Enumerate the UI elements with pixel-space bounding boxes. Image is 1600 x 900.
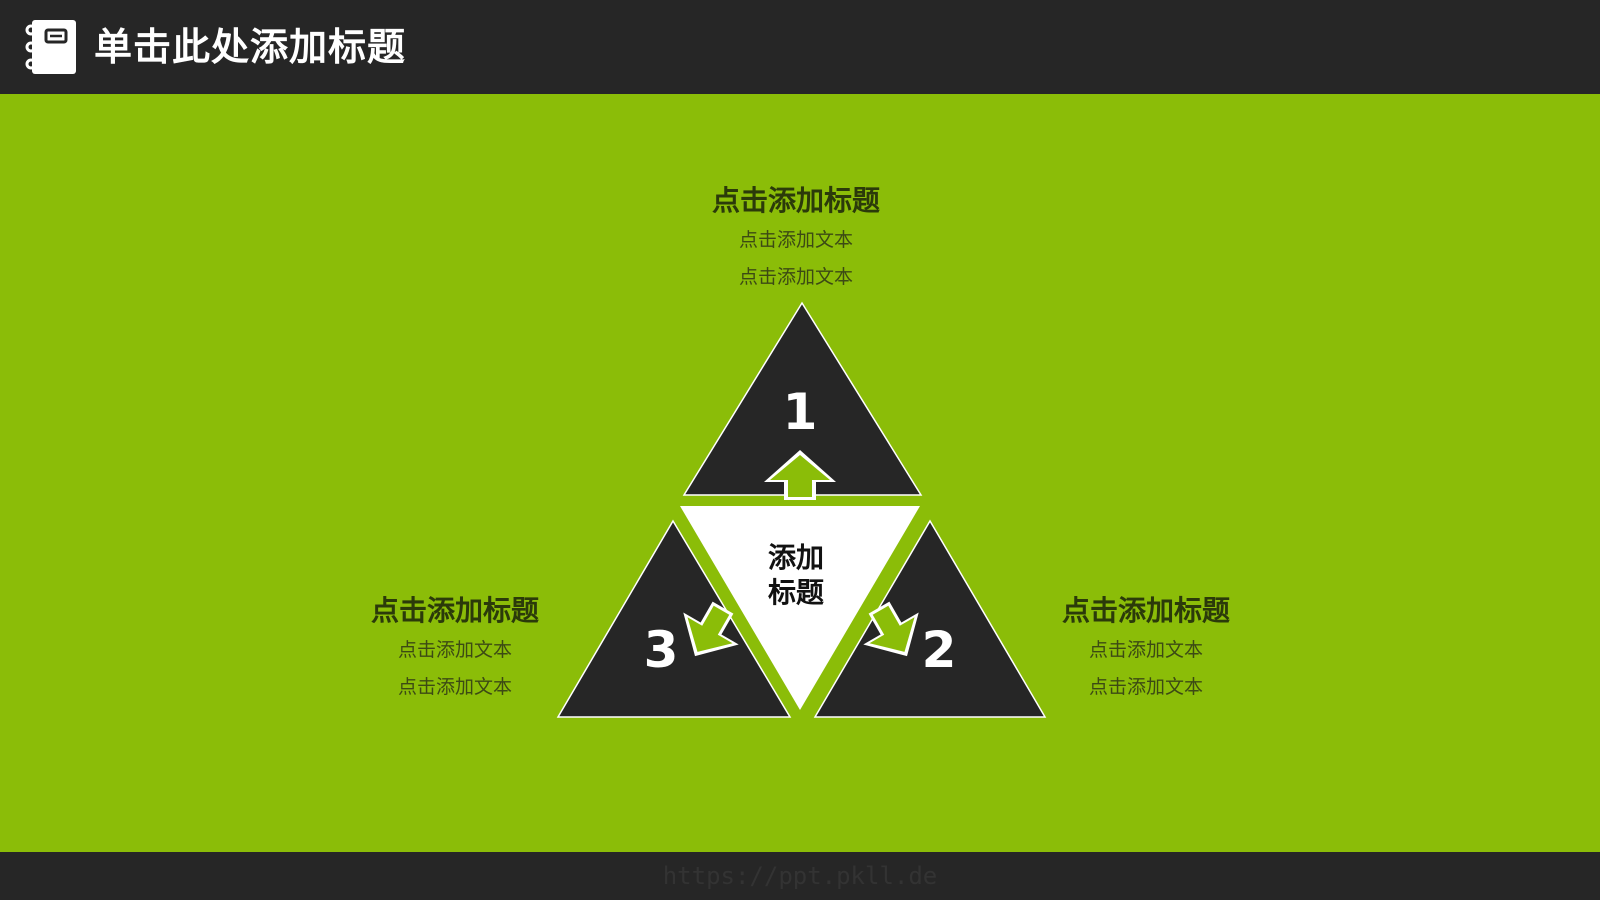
page-title[interactable]: 单击此处添加标题	[94, 25, 407, 69]
block-title-2[interactable]: 点击添加标题	[1061, 594, 1230, 627]
block-text-2b[interactable]: 点击添加文本	[1088, 676, 1203, 698]
text-block-3: 点击添加标题 点击添加文本 点击添加文本	[325, 590, 585, 706]
header-bar: 单击此处添加标题	[0, 0, 1600, 94]
segment-number-3: 3	[643, 621, 679, 679]
block-text-1a[interactable]: 点击添加文本	[738, 229, 853, 251]
block-text-1b[interactable]: 点击添加文本	[738, 266, 853, 288]
segment-number-1: 1	[782, 383, 818, 441]
block-text-3b[interactable]: 点击添加文本	[397, 676, 512, 698]
triangle-segment-3	[556, 519, 792, 718]
arrow-down-right-icon	[863, 601, 919, 657]
segment-number-2: 2	[921, 621, 957, 679]
block-title-3[interactable]: 点击添加标题	[370, 594, 539, 627]
center-title-line2: 标题	[767, 576, 824, 609]
block-title-1[interactable]: 点击添加标题	[711, 184, 880, 217]
center-triangle	[680, 506, 920, 710]
arrow-down-left-icon	[683, 601, 739, 657]
footer-bar: https://ppt.pkll.de	[0, 852, 1600, 900]
notebook-icon	[25, 20, 76, 74]
block-text-3a[interactable]: 点击添加文本	[397, 639, 512, 661]
center-title-line1: 添加	[767, 541, 824, 574]
text-block-2: 点击添加标题 点击添加文本 点击添加文本	[1016, 590, 1276, 706]
block-text-2a[interactable]: 点击添加文本	[1088, 639, 1203, 661]
text-block-1: 点击添加标题 点击添加文本 点击添加文本	[666, 180, 926, 296]
center-title[interactable]: 添加 标题	[740, 540, 852, 610]
footer-watermark: https://ppt.pkll.de	[662, 862, 938, 890]
